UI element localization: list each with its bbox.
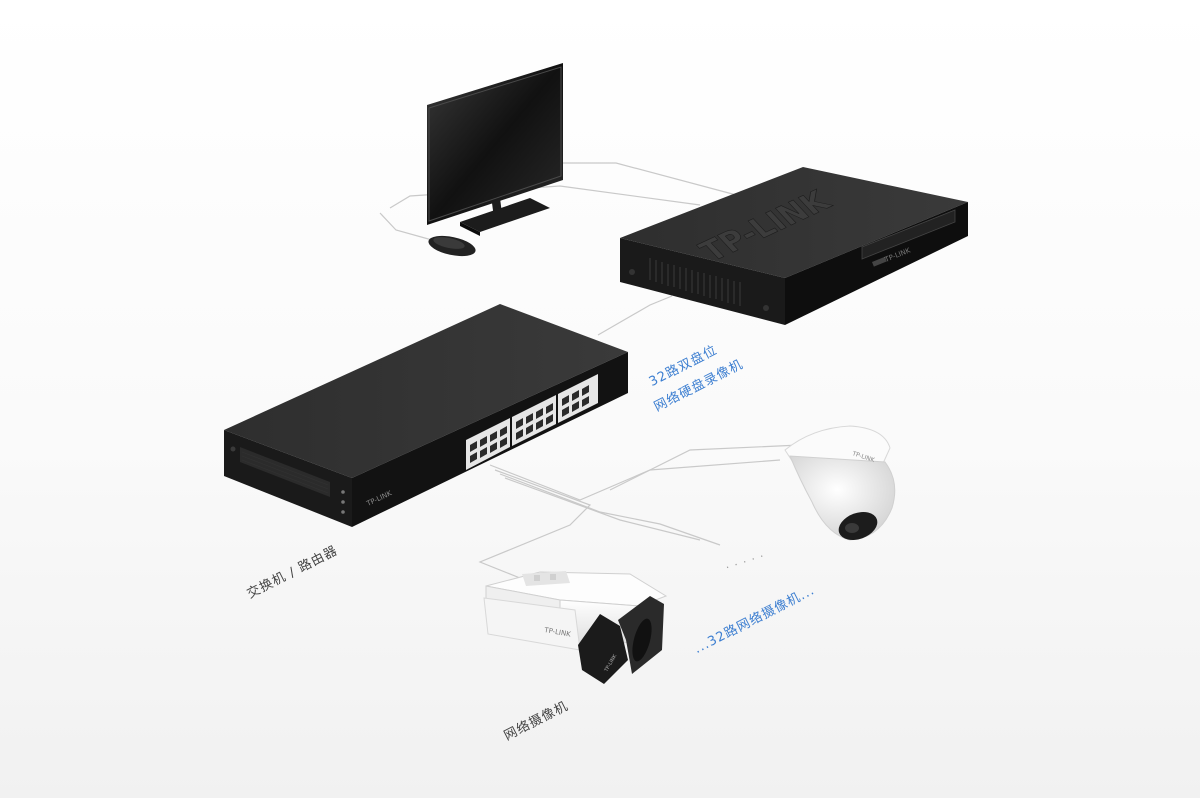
cable-mouse [379,212,433,241]
cables [379,162,801,579]
monitor [427,63,563,236]
cable-switch-bullet [478,469,592,579]
cable-switch-nvr [597,295,673,336]
cable-monitor-nvr [563,162,741,197]
cable-switch-more-1 [499,473,721,546]
cable-switch-more-2 [504,477,701,541]
cable-switch-dome [489,459,781,501]
cable-switch-dome-2 [609,444,801,491]
dome-camera: TP-LINK [784,425,896,541]
bullet-camera: TP-LINK TP-LINK [483,571,668,684]
switch-vent [240,447,330,497]
nvr-vent [649,258,741,306]
nvr: TP-LINK TP-LINK [620,167,968,325]
mouse [428,235,476,257]
switch-ports [466,374,598,470]
switch: TP-LINK [224,304,628,527]
